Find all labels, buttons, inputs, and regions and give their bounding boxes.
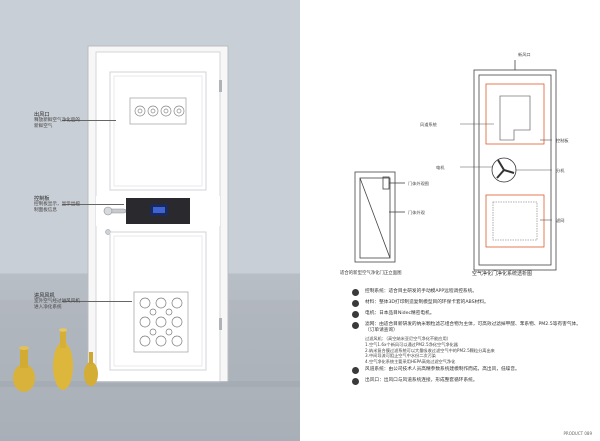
callout-desc: 控制板显示，显示出控制面板信息 (34, 202, 80, 213)
feature-text: 材料：整体3D打印制造复制模型目的环保卡套的ABS材料。 (365, 300, 489, 305)
callout-title: 控制板 (34, 196, 50, 202)
filter-detail-line: 4.空气净化系统主要采用HEPA高效过滤空气净化 (365, 358, 456, 364)
callout-air-outlet: 出风口 释放新鲜空气净化后的新鲜空气 (34, 112, 80, 130)
bullet-icon (352, 367, 359, 375)
filter-detail-line: 2.纳米复合膜过滤系统可以大量吸收过滤空气中的PM2.5颗粒分离出来 (365, 347, 495, 353)
feature-item: 风道系统：由公司技术人员高精参数系统建模制作而成，高出风，低噪音。 (352, 367, 584, 375)
feature-item: 材料：整体3D打印制造复制模型目的环保卡套的ABS材料。 (352, 300, 584, 307)
bullet-icon (352, 311, 359, 318)
top-label: 新风口 (518, 51, 531, 58)
callout-line-air-outlet (62, 120, 116, 121)
label-air-duct: 风道系统 (420, 121, 437, 128)
bullet-icon (352, 300, 359, 307)
feature-text: 电机：日本品目Nidec精密电机。 (365, 311, 435, 316)
callout-line-control-board (62, 204, 124, 205)
filter-detail-line: 1.空气1.6x个新风可以通过PM2.5净化空气净化器 (365, 342, 458, 347)
callout-control-board: 控制板 控制板显示，显示出控制面板信息 (34, 196, 80, 214)
filter-details: 过滤风机：（高空纳米亚尼空气净化不能应用） 1.空气1.6x个新风可以通过PM2… (365, 336, 584, 364)
feature-item: 出风口：出风口与风道系统连接，形成整套循环系统。 (352, 378, 584, 386)
label-control-board: 控制板 (556, 137, 569, 144)
bullet-icon (352, 322, 359, 329)
main-door (473, 60, 557, 271)
label-fan: 分机 (556, 167, 565, 174)
technical-page (300, 0, 600, 441)
feature-list: 控制系统：适合目主研发的手动模APP远程调控系统。 材料：整体3D打印制造复制模… (352, 289, 584, 389)
door-illustration (0, 45, 300, 441)
callout-title: 进风风机 (34, 293, 55, 299)
callout-inlet-fan: 进风风机 室外空气经过进风风机进入净化系统 (34, 293, 80, 311)
feature-text: 滤网：由适合目新研发的纳米颗粒滤芯组合物为主体，可高效过滤掉甲醛、苯系物、PM2… (365, 322, 581, 334)
side-label: 门体外观图 (408, 180, 429, 187)
feature-item: 滤网：由适合目新研发的纳米颗粒滤芯组合物为主体，可高效过滤掉甲醛、苯系物、PM2… (352, 322, 584, 334)
feature-text: 控制系统：适合目主研发的手动模APP远程调控系统。 (365, 289, 477, 294)
filter-detail-line: 3.中间导流可阻止空气中水份二次污染 (365, 353, 436, 359)
caption-small: 适合的新型空气净化门正立面图 (340, 271, 402, 276)
filter-detail-line: 过滤风机：（高空纳米亚尼空气净化不能应用） (365, 336, 451, 342)
bullet-icon (352, 289, 359, 296)
label-filter: 滤网 (556, 217, 564, 224)
feature-item: 控制系统：适合目主研发的手动模APP远程调控系统。 (352, 289, 584, 296)
caption-main: 空气净化门净化系统透析图 (472, 271, 533, 277)
side-annotation: 门体外观 (408, 209, 426, 216)
page-number: PRODUCT 089 (563, 431, 593, 436)
side-view-door (354, 171, 405, 263)
callout-desc: 释放新鲜空气净化后的新鲜空气 (34, 118, 80, 129)
callout-title: 出风口 (34, 112, 50, 118)
bullet-icon (352, 378, 359, 386)
label-motor: 电机 (436, 164, 445, 171)
callout-line-inlet-fan (62, 301, 132, 302)
feature-text: 出风口：出风口与风道系统连接，形成整套循环系统。 (365, 378, 478, 384)
vase-decoration (13, 328, 98, 392)
feature-text: 风道系统：由公司技术人员高精参数系统建模制作而成，高出风，低噪音。 (365, 367, 520, 373)
callout-desc: 室外空气经过进风风机进入净化系统 (34, 299, 80, 310)
product-photo-panel: 出风口 释放新鲜空气净化后的新鲜空气 控制板 控制板显示，显示出控制面板信息 进… (0, 0, 300, 441)
feature-item: 电机：日本品目Nidec精密电机。 (352, 311, 584, 318)
